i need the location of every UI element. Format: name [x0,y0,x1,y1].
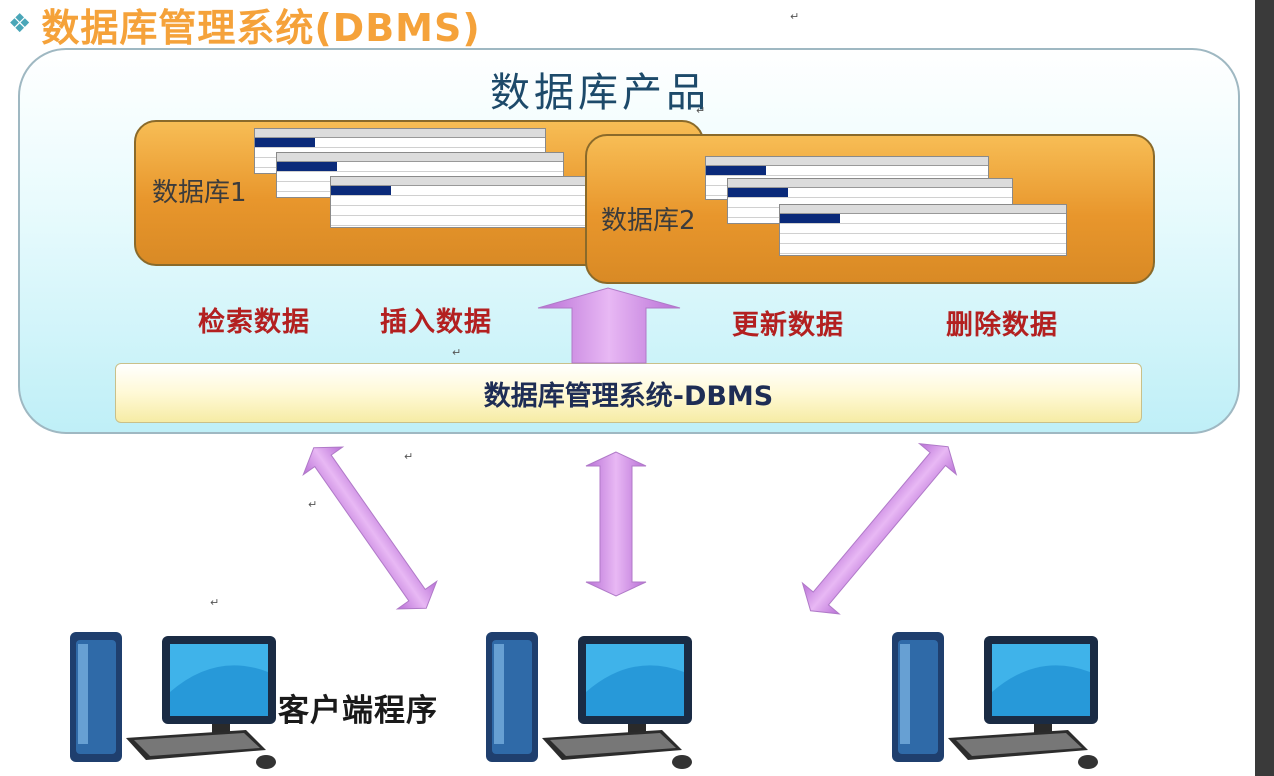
return-mark: ↵ [404,450,414,463]
operation-update: 更新数据 [732,310,844,341]
return-mark: ↵ [308,498,318,511]
computer-icon [486,632,692,769]
return-mark: ↵ [696,104,706,117]
diamond-bullet-icon: ❖ [8,9,32,39]
database-1-box: 数据库1 [134,120,704,266]
operation-insert: 插入数据 [380,307,492,338]
side-strip [1255,0,1274,776]
database-2-box: 数据库2 [585,134,1155,284]
product-label: 数据库产品 [490,70,710,116]
return-mark: ↵ [210,596,220,609]
computer-icon [70,632,276,769]
left-diagonal-double-arrow [302,446,438,610]
table-thumbnail [330,176,594,228]
vertical-double-arrow [585,451,647,597]
operation-retrieve: 检索数据 [198,307,310,338]
dbms-bar: 数据库管理系统-DBMS [115,363,1142,423]
computer-icon [892,632,1098,769]
operation-delete: 删除数据 [946,310,1058,341]
database-1-label: 数据库1 [152,178,247,208]
return-mark: ↵ [452,346,462,359]
client-program-label: 客户端程序 [278,693,438,729]
title-text: 数据库管理系统(DBMS) [41,5,481,50]
return-mark: ↵ [790,10,800,23]
right-diagonal-double-arrow [801,442,958,615]
table-thumbnail [779,204,1067,256]
database-2-label: 数据库2 [601,206,696,236]
page-title: ❖ 数据库管理系统(DBMS) [8,0,481,50]
dbms-label: 数据库管理系统-DBMS [483,380,774,412]
